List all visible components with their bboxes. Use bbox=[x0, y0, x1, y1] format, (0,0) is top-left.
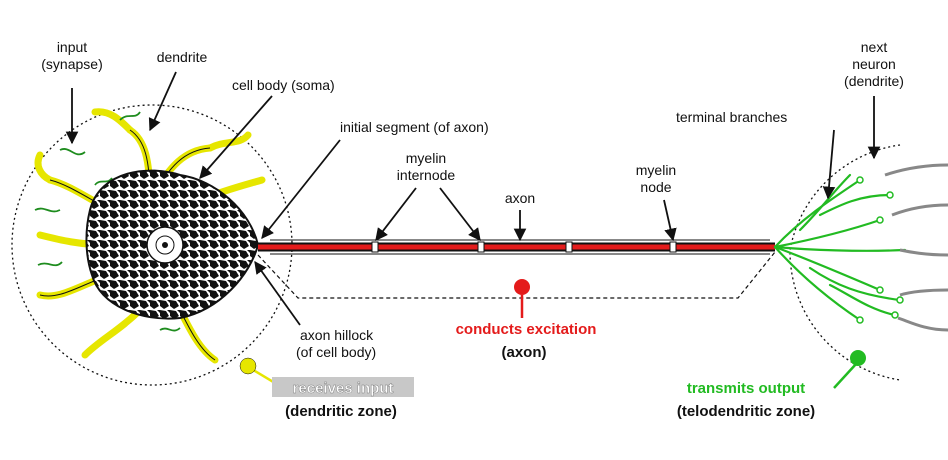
dendrite-label: dendrite bbox=[157, 49, 208, 65]
myelin-internode-label-line2: internode bbox=[397, 167, 456, 183]
receives-subtitle: (dendritic zone) bbox=[285, 403, 397, 420]
initial-segment-label: initial segment (of axon) bbox=[340, 119, 489, 135]
axon-hillock-label-line2: (of cell body) bbox=[296, 344, 376, 360]
next-neuron-dendrites bbox=[884, 163, 948, 332]
label-arrows bbox=[65, 71, 881, 326]
receives-highlight bbox=[272, 377, 414, 397]
next-neuron-label-line3: (dendrite) bbox=[844, 73, 904, 89]
myelin-node-label-line2: node bbox=[640, 179, 671, 195]
cell-body-label: cell body (soma) bbox=[232, 77, 335, 93]
receives-title: receives input bbox=[293, 380, 394, 397]
myelin-nodes bbox=[371, 241, 677, 253]
transmits-title: transmits output bbox=[687, 380, 805, 397]
axon-label: axon bbox=[505, 190, 535, 206]
conducts-pin bbox=[514, 279, 530, 318]
myelin-internode-label-line1: myelin bbox=[406, 150, 446, 166]
transmits-subtitle: (telodendritic zone) bbox=[677, 403, 815, 420]
conducts-title: conducts excitation bbox=[456, 321, 597, 338]
terminal-boutons bbox=[856, 176, 904, 324]
input-label-line1: input bbox=[57, 39, 87, 55]
terminal-branches bbox=[773, 173, 907, 322]
terminal-branches-label: terminal branches bbox=[676, 109, 787, 125]
axon-zone-outline bbox=[257, 251, 776, 299]
synapses bbox=[34, 111, 181, 332]
next-neuron-label-line1: next bbox=[861, 39, 888, 55]
next-neuron-label-line2: neuron bbox=[852, 56, 896, 72]
axon-hillock-label-line1: axon hillock bbox=[300, 327, 374, 343]
nucleolus bbox=[162, 242, 168, 248]
transmits-pin bbox=[833, 350, 866, 389]
nucleus-ring bbox=[155, 235, 175, 255]
conducts-subtitle: (axon) bbox=[502, 344, 547, 361]
myelin-node-label-line1: myelin bbox=[636, 162, 676, 178]
input-label-line2: (synapse) bbox=[41, 56, 102, 72]
